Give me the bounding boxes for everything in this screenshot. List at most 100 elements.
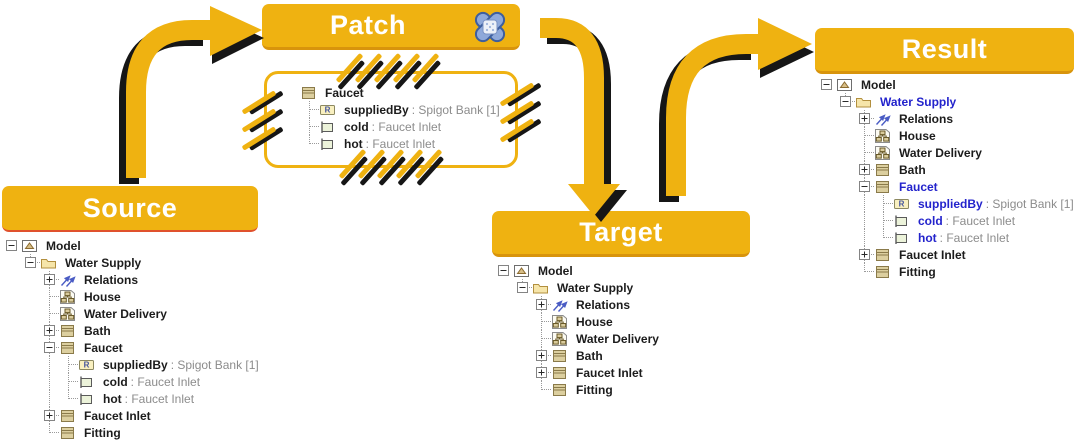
svg-text:R: R xyxy=(899,199,905,208)
tree-row[interactable]: House xyxy=(817,127,1074,144)
tree-row[interactable]: Fitting xyxy=(2,424,259,441)
tree-guide xyxy=(532,296,551,313)
tree-row[interactable]: Model xyxy=(494,262,659,279)
tree-row[interactable]: cold: Faucet Inlet xyxy=(817,212,1074,229)
tree-guide xyxy=(836,110,855,127)
tree-guide xyxy=(2,254,21,271)
expand-plus-icon[interactable] xyxy=(536,367,547,378)
tree-guide xyxy=(300,101,319,118)
tree-row[interactable]: Bath xyxy=(817,161,1074,178)
expand-plus-icon[interactable] xyxy=(859,249,870,260)
diagram-icon xyxy=(874,145,895,161)
tree-guide xyxy=(817,263,836,280)
tree-row[interactable]: Fitting xyxy=(494,381,659,398)
collapse-minus-icon[interactable] xyxy=(821,79,832,90)
tree-row[interactable]: Water Delivery xyxy=(817,144,1074,161)
expand-plus-icon[interactable] xyxy=(859,164,870,175)
node-type-label: : Faucet Inlet xyxy=(939,230,1010,245)
expand-plus-icon[interactable] xyxy=(859,113,870,124)
tree-row[interactable]: Water Supply xyxy=(2,254,259,271)
tree-row[interactable]: Water Supply xyxy=(817,93,1074,110)
tree-row[interactable]: Faucet Inlet xyxy=(817,246,1074,263)
tree-guide xyxy=(836,212,855,229)
tree-row[interactable]: Bath xyxy=(2,322,259,339)
node-label: hot xyxy=(918,230,937,245)
expand-plus-icon[interactable] xyxy=(44,325,55,336)
expand-plus-icon[interactable] xyxy=(536,350,547,361)
tree-row[interactable]: House xyxy=(494,313,659,330)
tree-row[interactable]: Water Delivery xyxy=(494,330,659,347)
node-label: cold xyxy=(918,213,943,228)
tree-guide xyxy=(40,407,59,424)
tree-row[interactable]: Bath xyxy=(494,347,659,364)
relations-icon xyxy=(551,297,572,313)
class-icon xyxy=(874,162,895,178)
tree-row[interactable]: Faucet Inlet xyxy=(494,364,659,381)
expand-plus-icon[interactable] xyxy=(44,274,55,285)
node-label: Water Delivery xyxy=(84,306,167,321)
collapse-minus-icon[interactable] xyxy=(859,181,870,192)
tree-row[interactable]: Relations xyxy=(494,296,659,313)
class-icon xyxy=(59,340,80,356)
tree-guide xyxy=(874,229,893,246)
tree-row[interactable]: Model xyxy=(817,76,1074,93)
tree-guide xyxy=(817,178,836,195)
tree-row[interactable]: cold: Faucet Inlet xyxy=(2,373,259,390)
tree-guide xyxy=(40,305,59,322)
tree-guide xyxy=(532,330,551,347)
tree-row[interactable]: Faucet Inlet xyxy=(2,407,259,424)
tree-row[interactable]: Model xyxy=(2,237,259,254)
tree-guide xyxy=(817,212,836,229)
tree-guide xyxy=(40,339,59,356)
node-label: Faucet Inlet xyxy=(576,365,643,380)
class-icon xyxy=(59,323,80,339)
tree-row[interactable]: Relations xyxy=(2,271,259,288)
collapse-minus-icon[interactable] xyxy=(840,96,851,107)
collapse-minus-icon[interactable] xyxy=(44,342,55,353)
tree-row[interactable]: Faucet xyxy=(300,84,515,101)
node-type-label: : Spigot Bank [1] xyxy=(170,357,259,372)
tree-row[interactable]: Fitting xyxy=(817,263,1074,280)
tree-row[interactable]: Water Supply xyxy=(494,279,659,296)
tree-row[interactable]: hot: Faucet Inlet xyxy=(2,390,259,407)
expand-plus-icon[interactable] xyxy=(536,299,547,310)
tree-guide xyxy=(513,313,532,330)
tree-guide xyxy=(817,229,836,246)
tree-guide xyxy=(21,407,40,424)
collapse-minus-icon[interactable] xyxy=(6,240,17,251)
tree-row[interactable]: Faucet xyxy=(2,339,259,356)
node-label: Bath xyxy=(84,323,111,338)
tree-guide xyxy=(817,195,836,212)
tree-row[interactable]: Relations xyxy=(817,110,1074,127)
tree-guide xyxy=(836,144,855,161)
collapse-minus-icon[interactable] xyxy=(498,265,509,276)
tree-guide xyxy=(494,364,513,381)
tree-row[interactable]: House xyxy=(2,288,259,305)
node-label: hot xyxy=(344,136,363,151)
node-label: suppliedBy xyxy=(103,357,168,372)
attribute-icon xyxy=(319,136,340,152)
attribute-icon xyxy=(893,230,914,246)
node-type-label: : Spigot Bank [1] xyxy=(985,196,1074,211)
node-type-label: : Faucet Inlet xyxy=(365,136,436,151)
tree-row[interactable]: Water Delivery xyxy=(2,305,259,322)
tree-guide xyxy=(2,288,21,305)
expand-plus-icon[interactable] xyxy=(44,410,55,421)
diagram-icon xyxy=(59,289,80,305)
tree-guide xyxy=(494,262,513,279)
tree-guide xyxy=(2,237,21,254)
tree-guide xyxy=(836,195,855,212)
collapse-minus-icon[interactable] xyxy=(517,282,528,293)
attribute-icon xyxy=(78,374,99,390)
tree-row[interactable]: Faucet xyxy=(817,178,1074,195)
tree-guide xyxy=(300,135,319,152)
tree-row[interactable]: cold: Faucet Inlet xyxy=(300,118,515,135)
tree-guide xyxy=(836,127,855,144)
tree-row[interactable]: hot: Faucet Inlet xyxy=(300,135,515,152)
tree-guide xyxy=(855,178,874,195)
collapse-minus-icon[interactable] xyxy=(25,257,36,268)
tree-row[interactable]: hot: Faucet Inlet xyxy=(817,229,1074,246)
